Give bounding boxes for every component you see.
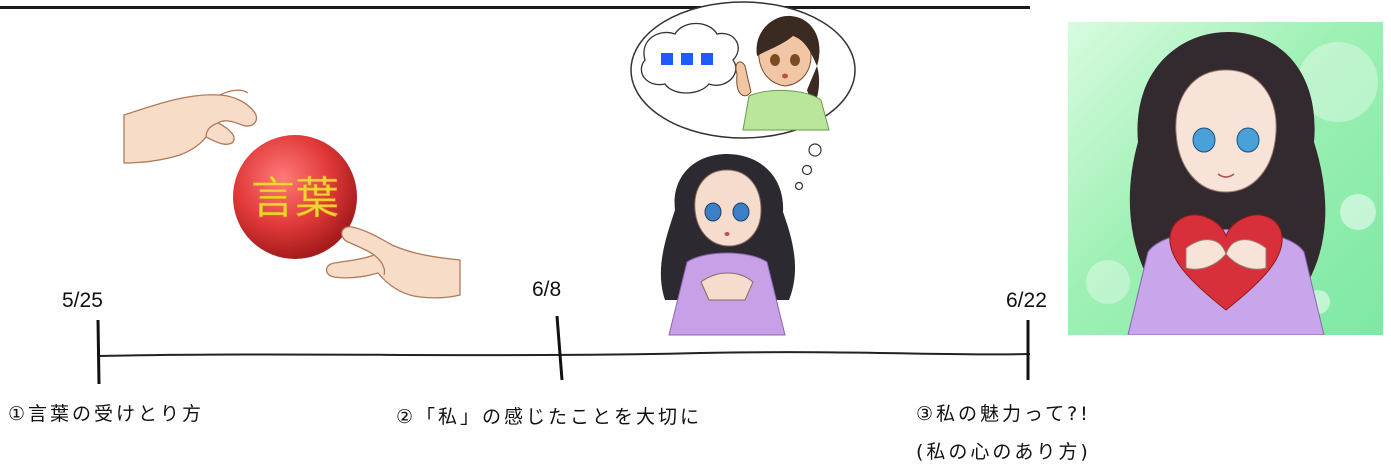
event-date-2: 6/8 bbox=[532, 278, 562, 301]
event-caption-2: ②「私」の感じたことを大切に bbox=[396, 406, 703, 428]
thinking-girl-illustration bbox=[630, 1, 856, 336]
friend-figure bbox=[735, 15, 830, 131]
event-caption-3: ③私の魅力って?! bbox=[916, 403, 1091, 425]
event-date-3: 6/22 bbox=[1006, 289, 1047, 312]
right-hand-icon bbox=[325, 226, 461, 299]
thought-trail bbox=[801, 164, 813, 176]
thought-trail bbox=[808, 143, 822, 157]
heart-girl-illustration bbox=[1086, 32, 1378, 335]
left-hand-icon bbox=[123, 89, 258, 164]
timeline-tick bbox=[555, 315, 564, 381]
heart-girl-card bbox=[1068, 22, 1383, 335]
girl-figure bbox=[660, 154, 796, 336]
event-caption-3-sub: (私の心のあり方) bbox=[916, 441, 1091, 463]
heart-icon bbox=[1169, 214, 1283, 311]
timeline-tick bbox=[96, 319, 101, 385]
top-divider bbox=[0, 6, 1030, 9]
ellipsis-dot bbox=[701, 53, 713, 65]
ellipsis-dot bbox=[661, 53, 673, 65]
ellipsis-dot bbox=[681, 53, 693, 65]
event-date-1: 5/25 bbox=[62, 289, 103, 312]
event-caption-1: ①言葉の受けとり方 bbox=[8, 403, 205, 425]
timeline-axis bbox=[97, 351, 1031, 357]
word-ball bbox=[233, 135, 357, 259]
thought-trail bbox=[794, 181, 804, 191]
hands-ball-illustration: 言葉 bbox=[123, 89, 461, 299]
word-ball-label: 言葉 bbox=[251, 173, 339, 224]
